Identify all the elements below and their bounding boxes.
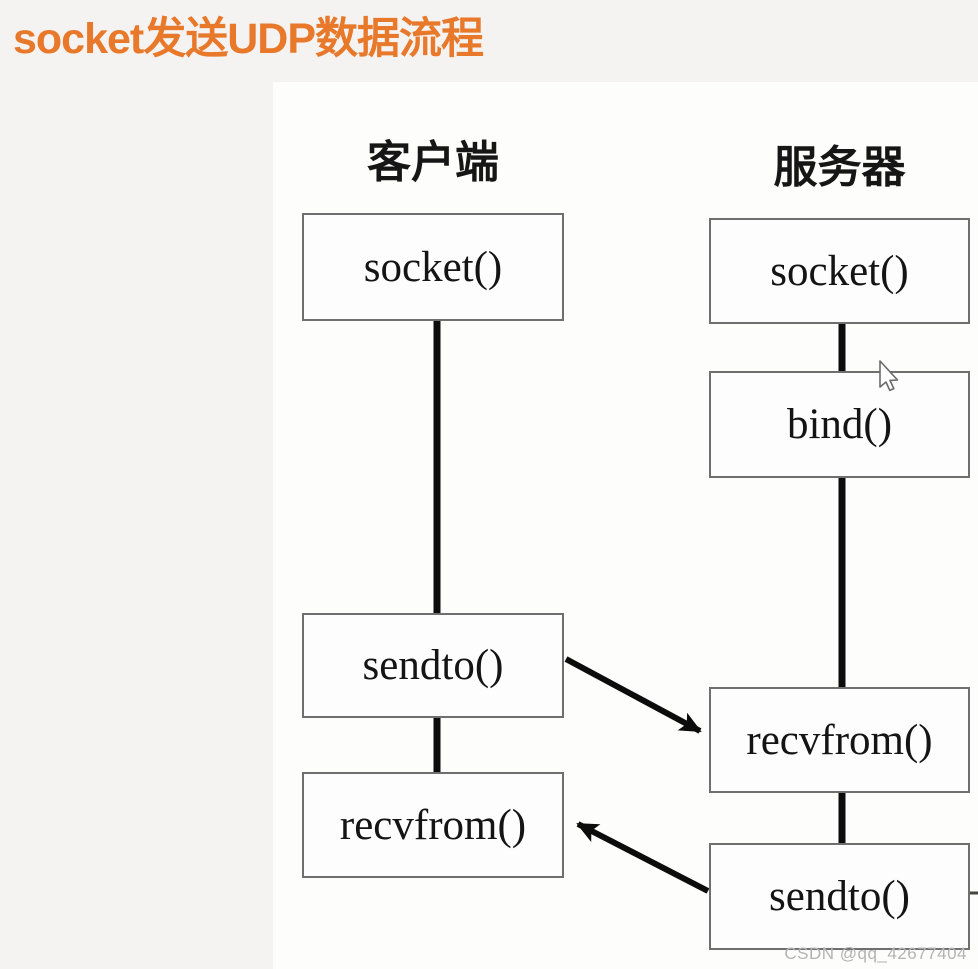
node-label: sendto() — [362, 642, 504, 689]
node-label: bind() — [786, 401, 893, 448]
node-label: sendto() — [769, 873, 910, 920]
page-title: socket发送UDP数据流程 — [13, 15, 484, 63]
node-label: recvfrom() — [746, 716, 933, 764]
column-header-client: 客户端 — [367, 138, 499, 187]
node-server-sendto: sendto() — [709, 843, 970, 950]
node-server-recvfrom: recvfrom() — [709, 687, 970, 793]
watermark: CSDN @qq_42677404 — [784, 944, 967, 963]
node-server-bind: bind() — [709, 371, 970, 478]
node-server-socket: socket() — [709, 218, 970, 324]
node-client-sendto: sendto() — [302, 613, 564, 718]
node-label: recvfrom() — [339, 801, 527, 849]
node-label: socket() — [363, 243, 503, 291]
node-client-socket: socket() — [302, 213, 564, 321]
node-label: socket() — [770, 247, 909, 295]
column-header-server: 服务器 — [773, 143, 906, 192]
node-client-recvfrom: recvfrom() — [302, 772, 564, 878]
